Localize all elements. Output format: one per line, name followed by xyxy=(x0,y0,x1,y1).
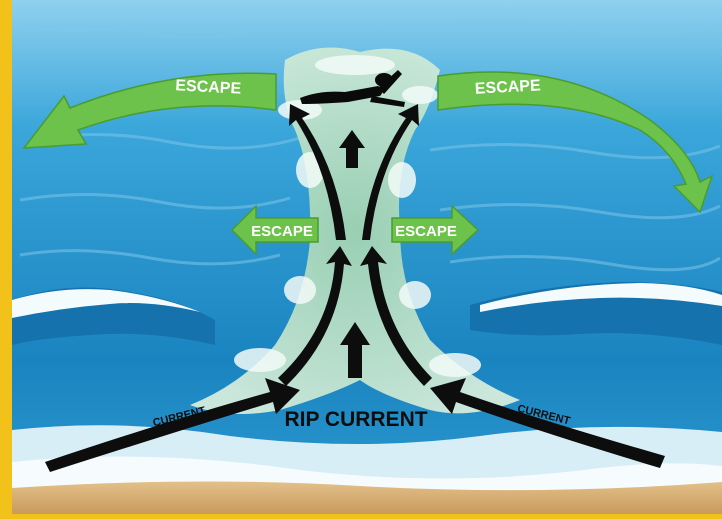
escape-label-mid-right: ESCAPE xyxy=(395,223,457,240)
escape-label-top-right: ESCAPE xyxy=(474,77,541,97)
escape-label-top-left: ESCAPE xyxy=(175,77,242,97)
rip-current-label: RIP CURRENT xyxy=(284,408,427,431)
escape-label-mid-left: ESCAPE xyxy=(251,223,313,240)
